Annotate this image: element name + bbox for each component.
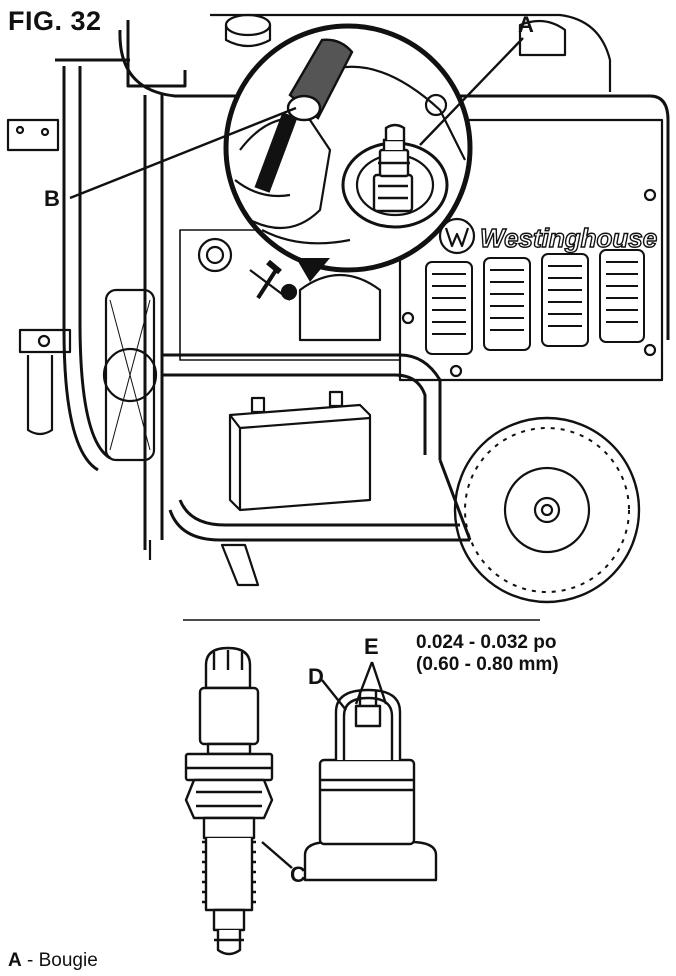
legend-separator: -: [21, 950, 39, 971]
cooling-fan: [102, 288, 158, 462]
battery: [228, 390, 372, 512]
brand-text: Westinghouse: [480, 223, 657, 253]
spark-plug-a: [372, 123, 414, 213]
legend-text: Bougie: [38, 950, 98, 971]
wheel: [453, 416, 641, 604]
callout-b: B: [44, 186, 60, 211]
leader-line-e: [354, 661, 388, 705]
spark-plug-full: [184, 646, 274, 956]
leader-line-c: [261, 841, 293, 869]
legend-item: A - Bougie: [8, 950, 98, 971]
fuel-tank: [210, 13, 612, 92]
spark-plug-boot-b: [254, 38, 354, 193]
leader-line-d: [321, 679, 347, 711]
westinghouse-logo-icon: [438, 217, 476, 255]
legend: A - Bougie: [8, 950, 98, 972]
left-bracket: [6, 118, 72, 436]
callout-c: C: [290, 862, 306, 887]
vent-grille: [425, 249, 645, 355]
callout-e: E: [364, 634, 379, 659]
leader-line-b: [69, 106, 297, 200]
gap-spec: 0.024 - 0.032 po (0.60 - 0.80 mm): [416, 632, 559, 676]
legend-key: A: [8, 950, 22, 971]
zoom-inset: [223, 23, 473, 282]
feet: [148, 540, 260, 587]
gap-spec-mm: (0.60 - 0.80 mm): [416, 654, 559, 675]
callout-a: A: [518, 12, 534, 37]
callout-d: D: [308, 664, 324, 689]
electrode-gap-detail: [303, 688, 438, 882]
gap-spec-inches: 0.024 - 0.032 po: [416, 632, 557, 653]
spark-plug-location-marker: [256, 259, 298, 301]
figure-title: FIG. 32: [8, 6, 102, 36]
leader-line-a: [419, 37, 524, 146]
